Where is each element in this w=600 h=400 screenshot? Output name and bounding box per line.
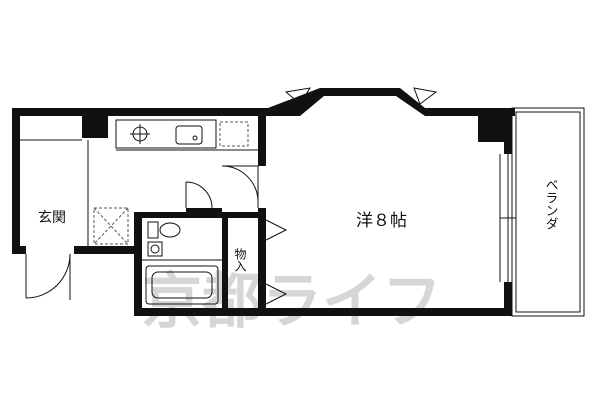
bath-fixtures: [145, 221, 219, 305]
basin: [147, 241, 163, 257]
watermark: 京都ライフ: [142, 267, 442, 337]
bathtub: [145, 265, 219, 305]
kitchen-counter: [115, 119, 249, 149]
label-balcony: ベランダ: [543, 178, 559, 230]
toilet-tank: [147, 221, 159, 239]
label-storage: 物入: [233, 248, 247, 272]
exterior-walls: [12, 88, 515, 316]
label-entrance: 玄関: [38, 209, 66, 226]
interior-lines: [20, 139, 516, 282]
sink-icon: [175, 125, 203, 145]
toilet-bowl: [159, 222, 181, 238]
washer-space: [93, 207, 129, 245]
doors: [25, 87, 438, 305]
label-main-room: 洋８帖: [356, 211, 407, 231]
balcony: [511, 107, 585, 317]
fridge-space: [219, 121, 249, 147]
